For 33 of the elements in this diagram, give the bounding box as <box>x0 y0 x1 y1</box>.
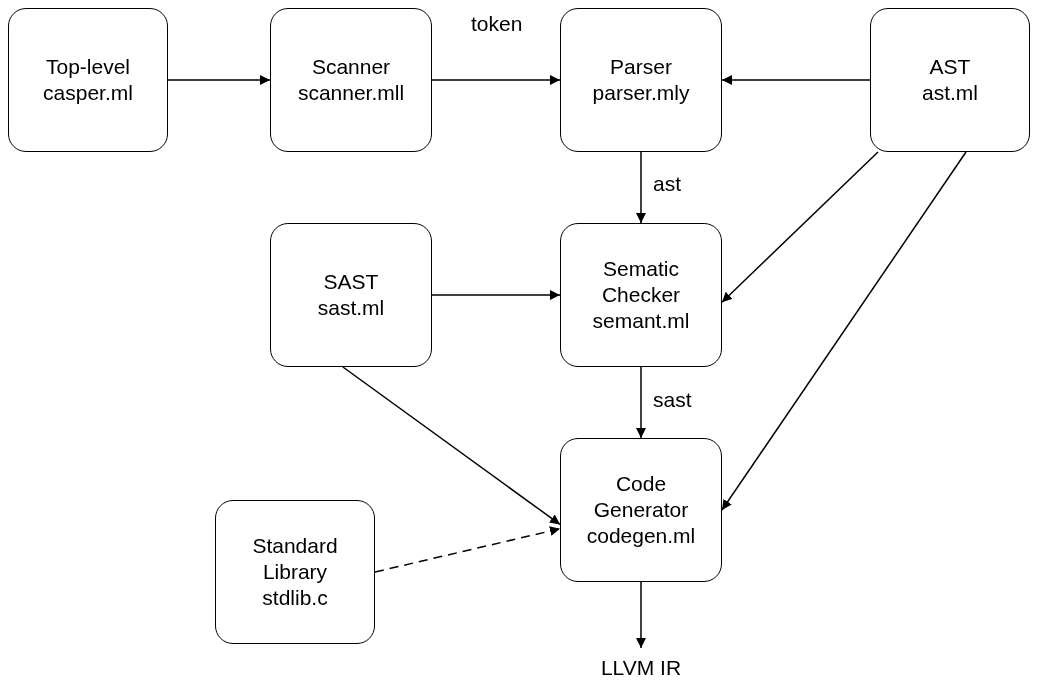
arrow <box>721 151 967 511</box>
box-text: SAST <box>322 268 380 295</box>
process-box <box>560 8 722 152</box>
box-text: casper.ml <box>43 80 133 106</box>
box-text: semant.ml <box>591 308 691 335</box>
box-text: sast.ml <box>317 295 385 321</box>
box-text: Scanner <box>310 53 392 80</box>
process-box <box>270 8 432 152</box>
process-box <box>870 8 1030 152</box>
arrow <box>431 75 561 85</box>
arrow <box>636 366 646 439</box>
process-box <box>560 438 722 582</box>
process-box <box>8 8 168 152</box>
process-box <box>560 223 722 367</box>
box-text: codegen.ml <box>585 523 697 550</box>
box-text: stdlib.c <box>261 585 329 612</box>
box-text: ast.ml <box>922 80 978 106</box>
box-text: parser.mly <box>592 80 690 106</box>
process-box <box>215 500 375 644</box>
box-text: AST <box>928 53 972 80</box>
arrow <box>374 526 561 573</box>
arrow <box>167 75 271 85</box>
box-text: Top-level <box>44 53 131 80</box>
box-text: scanner.mll <box>297 80 405 106</box>
arrow <box>721 151 879 303</box>
process-box <box>270 223 432 367</box>
arrow <box>431 290 561 300</box>
arrow <box>636 581 646 649</box>
output-label: LLVM IR <box>591 648 691 688</box>
arrow <box>342 366 561 526</box>
arrow <box>636 151 646 224</box>
arrow <box>721 75 871 85</box>
box-text: Parser <box>609 53 673 80</box>
